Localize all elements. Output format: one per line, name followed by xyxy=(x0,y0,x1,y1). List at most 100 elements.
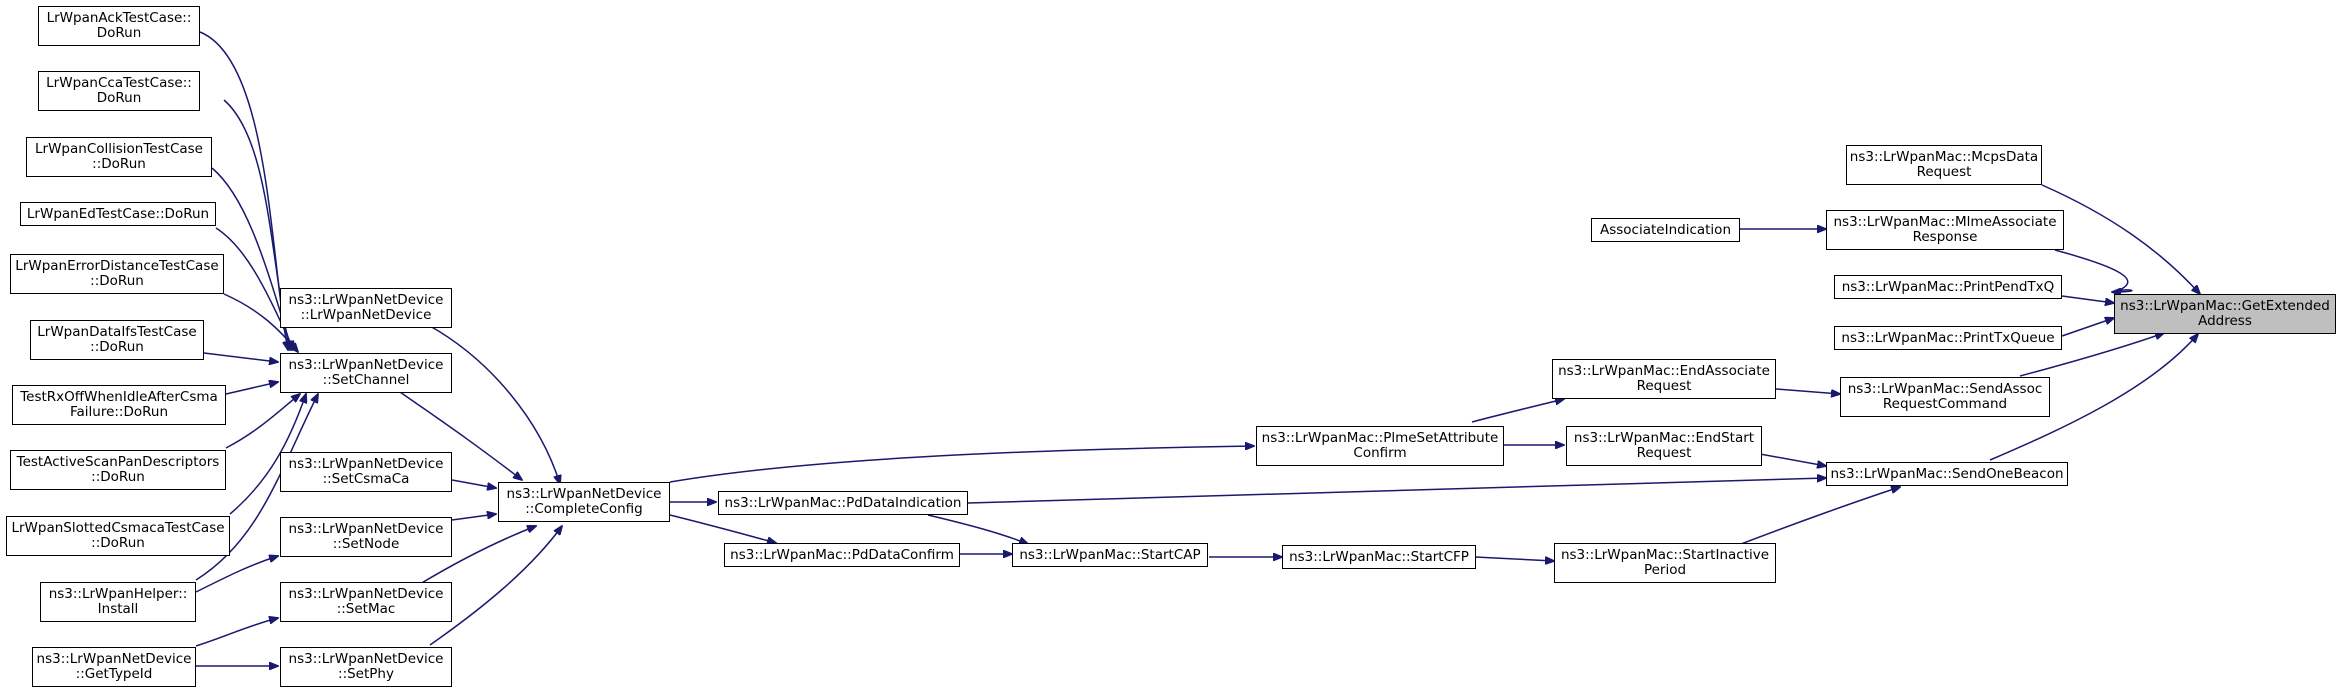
node-set-node[interactable]: ns3::LrWpanNetDevice ::SetNode xyxy=(280,517,452,557)
node-label: ns3::LrWpanMac::StartCFP xyxy=(1289,548,1469,565)
node-collision-test[interactable]: LrWpanCollisionTestCase ::DoRun xyxy=(26,137,212,177)
node-start-inactive-period[interactable]: ns3::LrWpanMac::StartInactive Period xyxy=(1554,543,1776,583)
node-label: ns3::LrWpanMac::PlmeSetAttribute xyxy=(1261,430,1499,446)
node-lrwpan-net-device[interactable]: ns3::LrWpanNetDevice ::LrWpanNetDevice xyxy=(280,288,452,328)
node-pd-data-indication[interactable]: ns3::LrWpanMac::PdDataIndication xyxy=(718,491,968,515)
node-label: ::LrWpanNetDevice xyxy=(300,307,432,323)
node-print-txqueue[interactable]: ns3::LrWpanMac::PrintTxQueue xyxy=(1834,326,2062,350)
node-error-distance-test[interactable]: LrWpanErrorDistanceTestCase ::DoRun xyxy=(10,254,224,294)
node-active-scan-test[interactable]: TestActiveScanPanDescriptors ::DoRun xyxy=(10,450,226,490)
edge-activescan-to-setchannel xyxy=(225,394,300,449)
node-mlme-associate-response[interactable]: ns3::LrWpanMac::MlmeAssociate Response xyxy=(1826,210,2064,250)
edge-complete-to-plme xyxy=(669,446,1254,483)
node-ed-test[interactable]: LrWpanEdTestCase::DoRun xyxy=(20,202,216,226)
node-end-start-request[interactable]: ns3::LrWpanMac::EndStart Request xyxy=(1566,426,1762,466)
node-label: LrWpanCollisionTestCase xyxy=(35,141,203,157)
node-label: ::SetChannel xyxy=(322,372,410,388)
node-label: Request xyxy=(1636,378,1692,394)
node-label: Failure::DoRun xyxy=(69,404,169,420)
node-complete-config[interactable]: ns3::LrWpanNetDevice ::CompleteConfig xyxy=(498,482,670,522)
edge-errdist-to-setchannel xyxy=(223,293,298,352)
node-print-pend-txq[interactable]: ns3::LrWpanMac::PrintPendTxQ xyxy=(1834,275,2062,299)
node-label: Confirm xyxy=(1353,445,1407,461)
edge-plme-to-endassoc xyxy=(1471,399,1564,423)
node-label: ns3::LrWpanNetDevice xyxy=(506,486,662,502)
node-label: ::SetNode xyxy=(332,536,400,552)
node-slotted-csmaca-test[interactable]: LrWpanSlottedCsmacaTestCase ::DoRun xyxy=(6,516,230,556)
edge-slotted-to-setchannel xyxy=(229,394,306,515)
node-ack-test[interactable]: LrWpanAckTestCase:: DoRun xyxy=(38,6,200,46)
node-label: ns3::LrWpanMac::EndStart xyxy=(1573,430,1755,446)
node-label: ns3::LrWpanNetDevice xyxy=(288,456,444,472)
node-label: ::DoRun xyxy=(90,339,144,355)
node-label: ns3::LrWpanNetDevice xyxy=(288,357,444,373)
node-send-assoc-request-command[interactable]: ns3::LrWpanMac::SendAssoc RequestCommand xyxy=(1840,377,2050,417)
node-helper-install[interactable]: ns3::LrWpanHelper:: Install xyxy=(40,582,196,622)
edge-sendassoc-to-root xyxy=(2019,333,2164,377)
node-label: Address xyxy=(2198,313,2252,329)
edge-mlmeassoc-to-root xyxy=(2054,249,2133,292)
node-label: ns3::LrWpanNetDevice xyxy=(288,586,444,602)
node-label: ns3::LrWpanMac::PrintPendTxQ xyxy=(1841,278,2055,295)
node-start-cap[interactable]: ns3::LrWpanMac::StartCAP xyxy=(1012,543,1208,567)
node-cca-test[interactable]: LrWpanCcaTestCase:: DoRun xyxy=(38,71,200,111)
node-label: ::DoRun xyxy=(91,535,145,551)
node-get-type-id[interactable]: ns3::LrWpanNetDevice ::GetTypeId xyxy=(32,647,196,687)
node-label: ns3::LrWpanMac::PrintTxQueue xyxy=(1841,329,2055,346)
node-set-mac[interactable]: ns3::LrWpanNetDevice ::SetMac xyxy=(280,582,452,622)
node-label: ::DoRun xyxy=(92,156,146,172)
node-mcps-data-request[interactable]: ns3::LrWpanMac::McpsData Request xyxy=(1846,145,2042,185)
node-label: AssociateIndication xyxy=(1599,221,1732,238)
edge-setphy-to-complete xyxy=(429,526,562,646)
edge-pdind-to-beacon xyxy=(967,478,1826,504)
node-label: ::CompleteConfig xyxy=(525,501,643,517)
node-label: ::SetCsmaCa xyxy=(322,471,410,487)
node-send-one-beacon[interactable]: ns3::LrWpanMac::SendOneBeacon xyxy=(1826,462,2068,486)
node-label: ::SetPhy xyxy=(338,666,394,682)
node-label: ::GetTypeId xyxy=(75,666,153,682)
node-label: ::DoRun xyxy=(90,273,144,289)
node-label: LrWpanErrorDistanceTestCase xyxy=(15,258,219,274)
node-label: TestActiveScanPanDescriptors xyxy=(16,454,220,470)
node-label: ns3::LrWpanMac::McpsData xyxy=(1849,149,2039,165)
edge-gettypeid-to-setmac xyxy=(195,618,278,647)
node-set-phy[interactable]: ns3::LrWpanNetDevice ::SetPhy xyxy=(280,647,452,687)
edge-rxoff-to-setchannel xyxy=(225,382,278,395)
node-set-channel[interactable]: ns3::LrWpanNetDevice ::SetChannel xyxy=(280,353,452,393)
node-end-associate-request[interactable]: ns3::LrWpanMac::EndAssociate Request xyxy=(1552,359,1776,399)
node-label: Install xyxy=(97,601,139,617)
node-start-cfp[interactable]: ns3::LrWpanMac::StartCFP xyxy=(1282,545,1476,569)
node-label: TestRxOffWhenIdleAfterCsma xyxy=(20,389,218,405)
edge-pdind-to-cap xyxy=(927,514,1028,544)
edge-install-to-setnode xyxy=(195,556,278,593)
node-label: ns3::LrWpanNetDevice xyxy=(288,651,444,667)
node-label: Period xyxy=(1643,562,1687,578)
edge-dataifs-to-setchannel xyxy=(203,352,278,362)
edge-setchannel-to-complete xyxy=(399,391,522,480)
node-rx-off-test[interactable]: TestRxOffWhenIdleAfterCsma Failure::DoRu… xyxy=(12,385,226,425)
node-associate-indication[interactable]: AssociateIndication xyxy=(1591,218,1740,242)
node-label: Request xyxy=(1916,164,1972,180)
edge-printtxq-to-root xyxy=(2061,318,2114,337)
edge-inactive-to-beacon xyxy=(1727,487,1900,550)
node-plme-set-attribute-confirm[interactable]: ns3::LrWpanMac::PlmeSetAttribute Confirm xyxy=(1256,426,1504,466)
node-label: ns3::LrWpanNetDevice xyxy=(288,292,444,308)
edge-install-to-setchannel xyxy=(195,394,318,581)
node-label: ns3::LrWpanMac::EndAssociate xyxy=(1558,363,1770,379)
node-label: ns3::LrWpanMac::PdDataConfirm xyxy=(730,546,954,563)
node-label: RequestCommand xyxy=(1882,396,2008,412)
node-label: ns3::LrWpanMac::SendOneBeacon xyxy=(1830,465,2064,482)
node-data-ifs-test[interactable]: LrWpanDataIfsTestCase ::DoRun xyxy=(30,320,204,360)
node-label: ns3::LrWpanNetDevice xyxy=(36,651,192,667)
node-label: ::SetMac xyxy=(336,601,396,617)
node-label: LrWpanEdTestCase::DoRun xyxy=(26,205,210,222)
edge-complete-to-pdconfirm xyxy=(669,514,776,543)
edge-setcsma-to-complete xyxy=(451,479,496,488)
node-pd-data-confirm[interactable]: ns3::LrWpanMac::PdDataConfirm xyxy=(724,543,960,567)
node-label: DoRun xyxy=(96,90,142,106)
edge-mcpsdata-to-root xyxy=(2041,184,2200,294)
edge-endassoc-to-sendassoc xyxy=(1775,388,1840,394)
node-set-csma-ca[interactable]: ns3::LrWpanNetDevice ::SetCsmaCa xyxy=(280,452,452,492)
